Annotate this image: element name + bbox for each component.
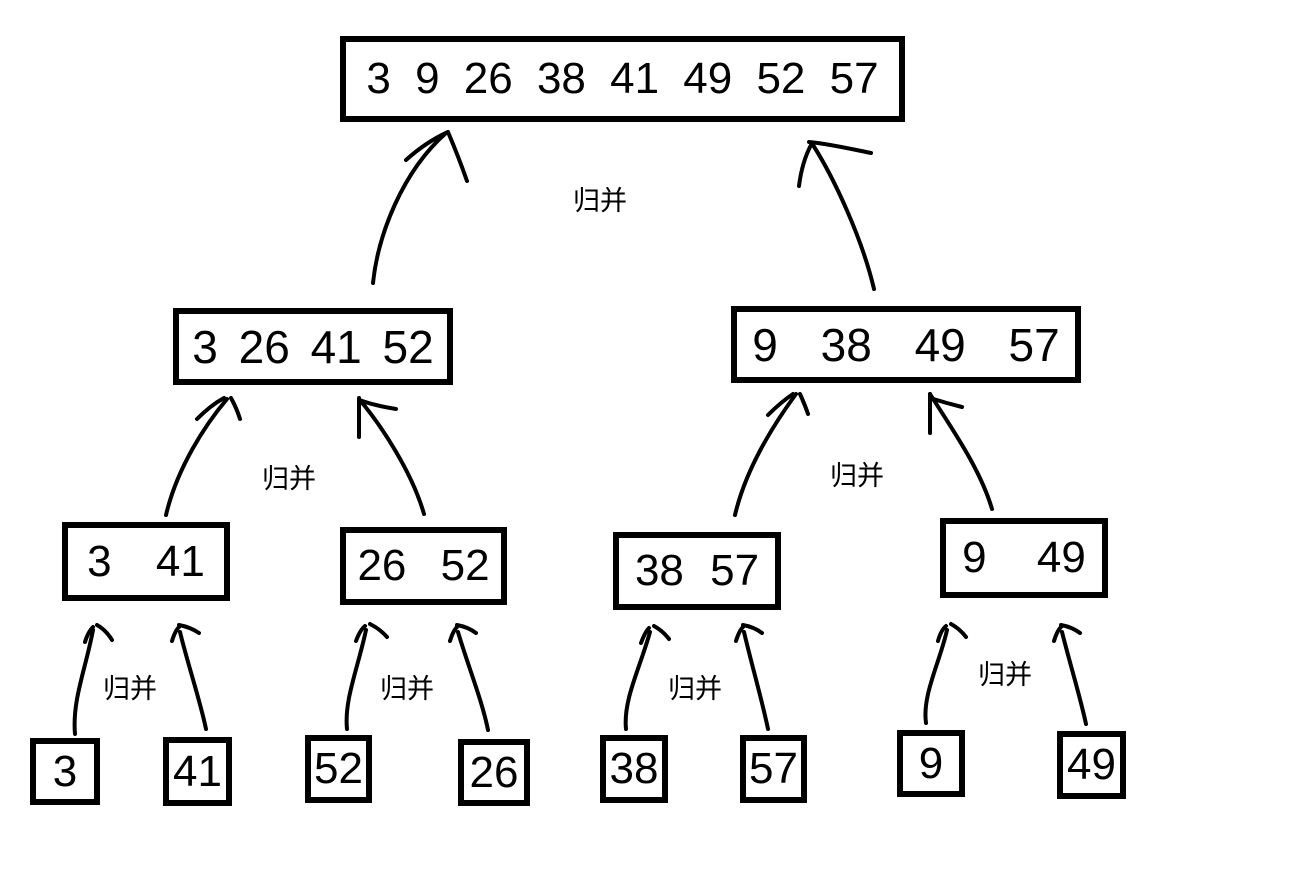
arrow-9-49-to-9-38-49-57 <box>928 392 994 511</box>
arrow-3-41-to-3-26-41-52 <box>164 396 242 517</box>
merge-label-left-half: 归并 <box>262 464 316 494</box>
merge-label-3-41: 归并 <box>103 674 157 704</box>
leaf-box-26: 26 <box>458 739 530 806</box>
merge-label-9-49: 归并 <box>978 660 1032 690</box>
leaf-box-9: 9 <box>897 730 965 797</box>
array-box-left-half: 3 26 41 52 <box>173 308 453 385</box>
merge-label-38-57: 归并 <box>668 674 722 704</box>
array-box-right-half: 9 38 49 57 <box>731 306 1081 383</box>
arrow-merge-left-to-root <box>371 130 469 285</box>
array-box-26-52: 26 52 <box>340 527 507 605</box>
merge-label-26-52: 归并 <box>380 674 434 704</box>
leaf-box-49: 49 <box>1057 731 1126 799</box>
array-box-38-57: 38 57 <box>613 532 781 610</box>
leaf-box-41: 41 <box>163 737 232 806</box>
arrow-26-52-to-3-26-41-52 <box>357 396 426 516</box>
array-box-3-41: 3 41 <box>62 522 230 601</box>
arrow-leaf-26 <box>448 623 490 732</box>
merge-label-root: 归并 <box>573 186 627 216</box>
arrow-leaf-9 <box>923 622 968 725</box>
leaf-box-57: 57 <box>740 735 807 803</box>
arrow-38-57-to-9-38-49-57 <box>733 392 810 517</box>
leaf-box-3: 3 <box>30 738 100 805</box>
leaf-box-52: 52 <box>305 735 372 803</box>
arrow-merge-right-to-root <box>797 140 876 291</box>
array-box-root: 3 9 26 38 41 49 52 57 <box>340 36 905 122</box>
array-box-9-49: 9 49 <box>940 518 1108 598</box>
merge-label-right-half: 归并 <box>830 461 884 491</box>
arrow-leaf-38 <box>623 624 671 731</box>
arrow-leaf-49 <box>1052 623 1088 726</box>
leaf-box-38: 38 <box>600 735 668 803</box>
arrow-leaf-41 <box>170 623 208 731</box>
arrow-leaf-57 <box>734 623 770 731</box>
